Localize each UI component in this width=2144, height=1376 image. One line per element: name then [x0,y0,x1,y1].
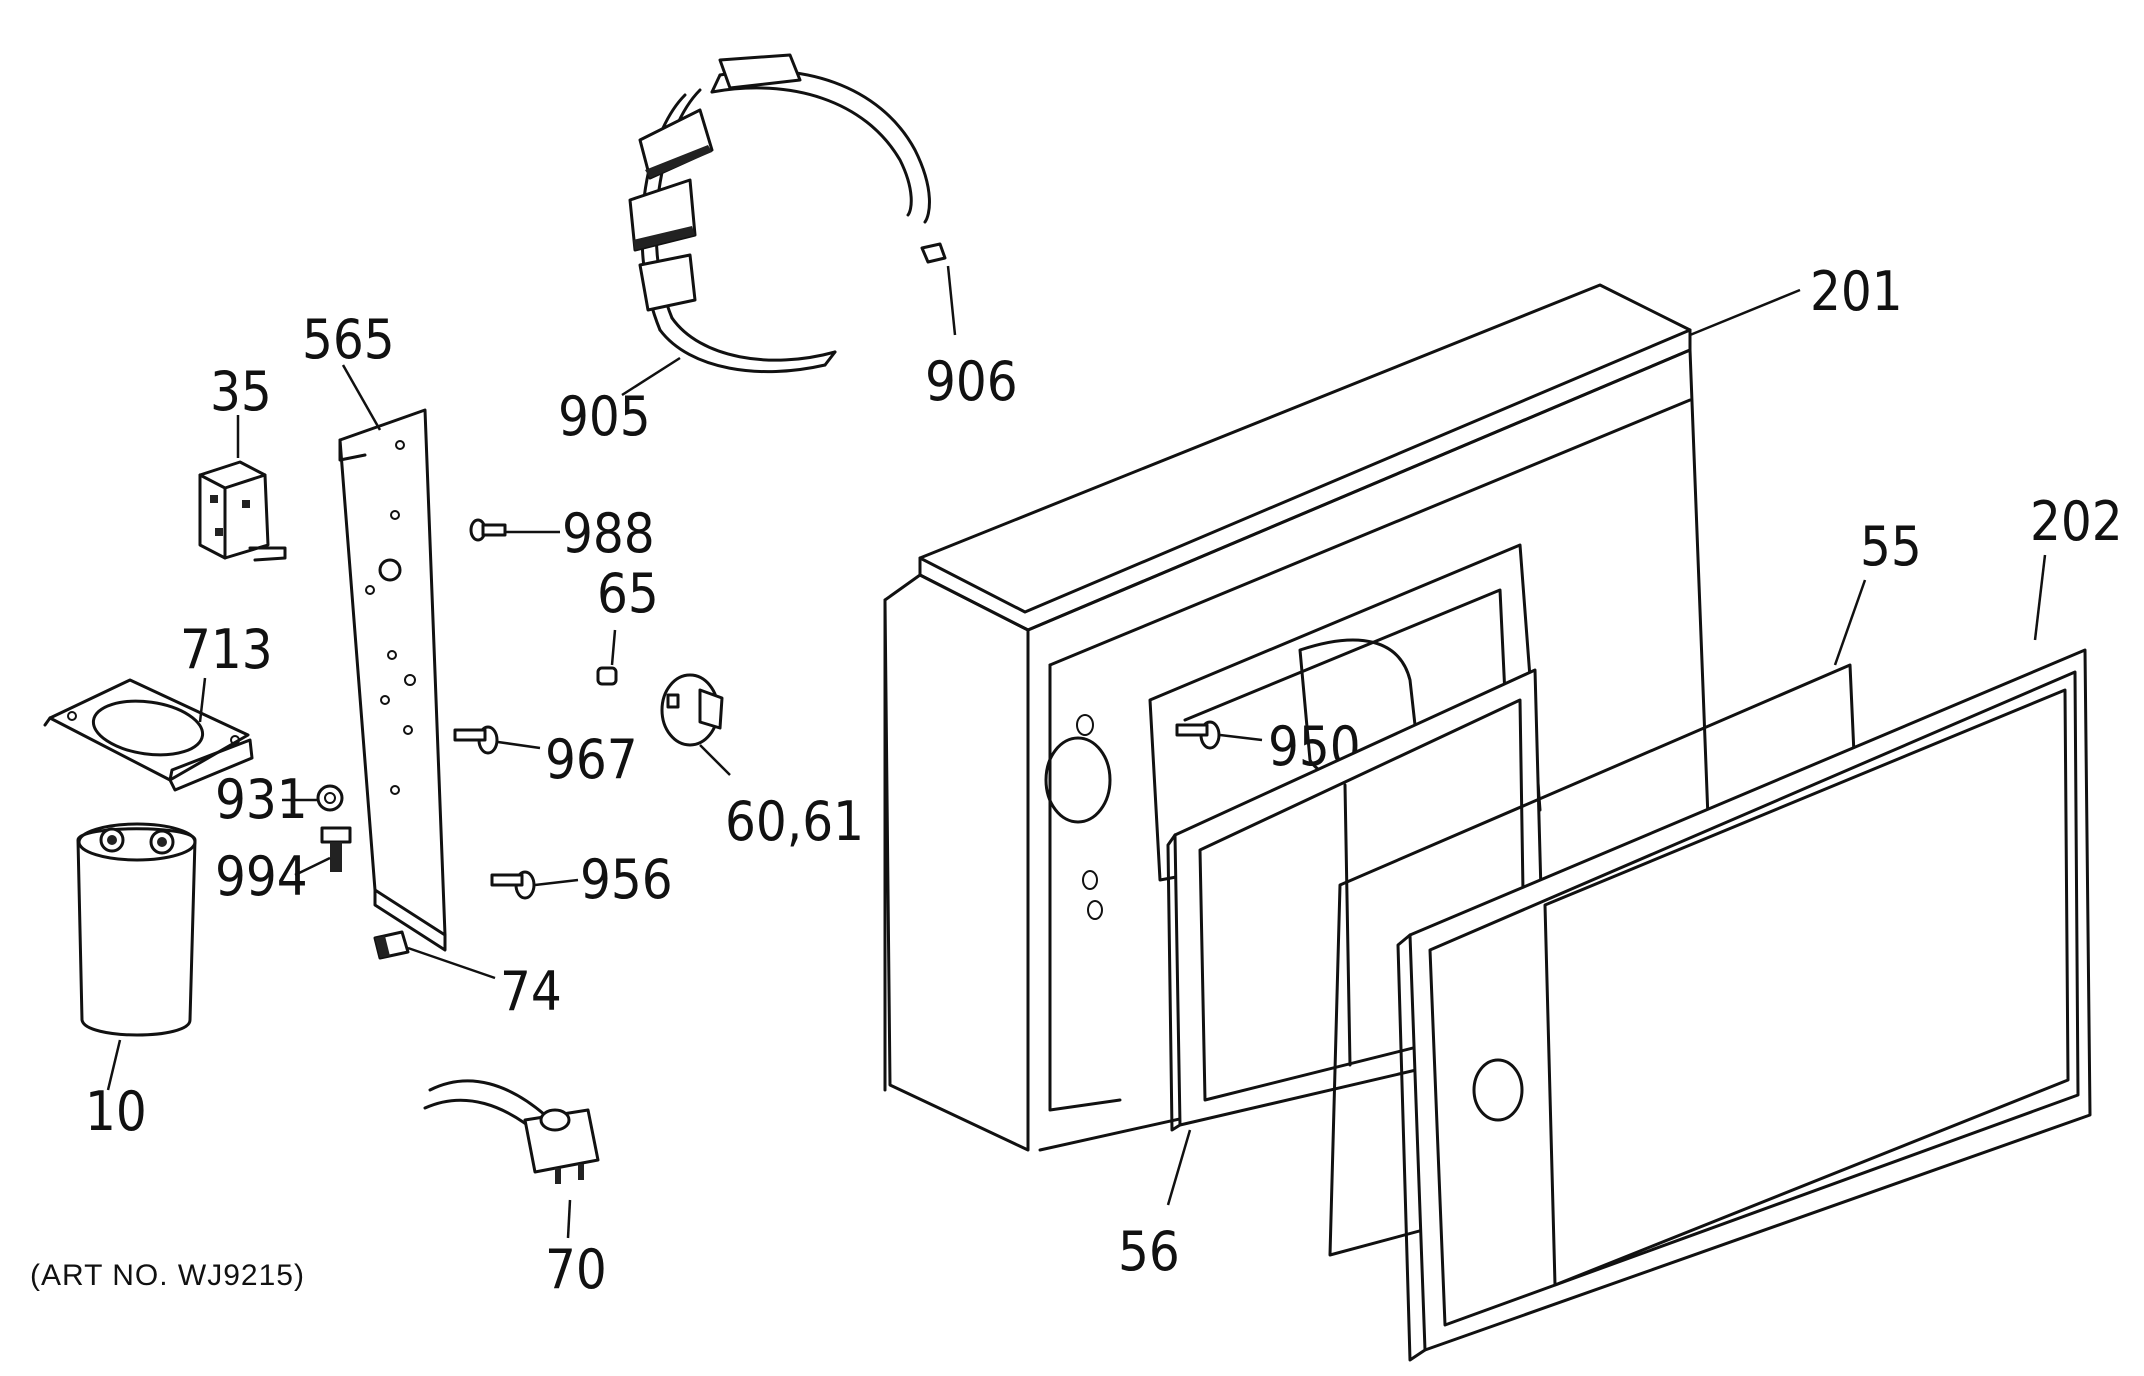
part-number-35: 35 [210,360,272,423]
leader-10 [106,1039,122,1091]
leader-55 [1833,579,1867,666]
part-number-74: 74 [500,960,562,1023]
part-number-967: 967 [545,728,638,791]
part-number-56: 56 [1118,1220,1180,1283]
clip-part [920,242,947,264]
cover-plate-part [43,678,254,792]
leader-994 [294,856,331,877]
part-number-201: 201 [1810,260,1903,323]
capacitor-part [76,822,197,1037]
part-number-905: 905 [558,385,651,448]
part-number-202: 202 [2030,490,2123,553]
screw-988-part [469,518,507,542]
leader-967 [497,740,541,750]
part-number-988: 988 [562,502,655,565]
part-number-70: 70 [545,1238,607,1301]
spacer-part [596,666,618,686]
fitting-part [373,930,410,960]
part-number-956: 956 [580,848,673,911]
leader-905 [621,356,681,397]
fan-shroud-part [628,53,931,374]
leader-565 [341,364,382,431]
part-number-565: 565 [302,308,395,371]
leader-74 [407,946,496,980]
switch-part [198,460,287,562]
screw-956-part [490,870,536,900]
bolt-part [320,826,352,872]
leader-65 [610,629,617,666]
part-number-994: 994 [215,845,308,908]
leader-906 [946,265,957,336]
control-knob-part [660,673,724,747]
cabinet-housing-part [883,283,1717,1152]
part-number-10: 10 [85,1080,147,1143]
nut-part [316,784,344,812]
screw-950-part [1175,720,1221,750]
leader-201 [1689,288,1801,337]
mounting-bracket-part [338,408,447,952]
screw-967-part [453,725,499,755]
leader-70 [566,1199,572,1239]
leader-202 [2033,554,2047,641]
art-number: (ART NO. WJ9215) [30,1259,305,1292]
part-number-65: 65 [597,562,659,625]
leader-950 [1219,733,1263,742]
front-grille-part [1396,648,2092,1362]
part-number-713: 713 [180,618,273,681]
leader-956 [534,878,579,887]
part-number-55: 55 [1860,515,1922,578]
part-number-931: 931 [215,768,308,831]
part-number-906: 906 [925,350,1018,413]
power-cord-plug-part [423,1079,600,1184]
leader-713 [198,677,207,723]
part-number-60-61: 60,61 [725,790,864,853]
leader-56 [1166,1129,1192,1206]
leader-60-61 [699,744,731,776]
